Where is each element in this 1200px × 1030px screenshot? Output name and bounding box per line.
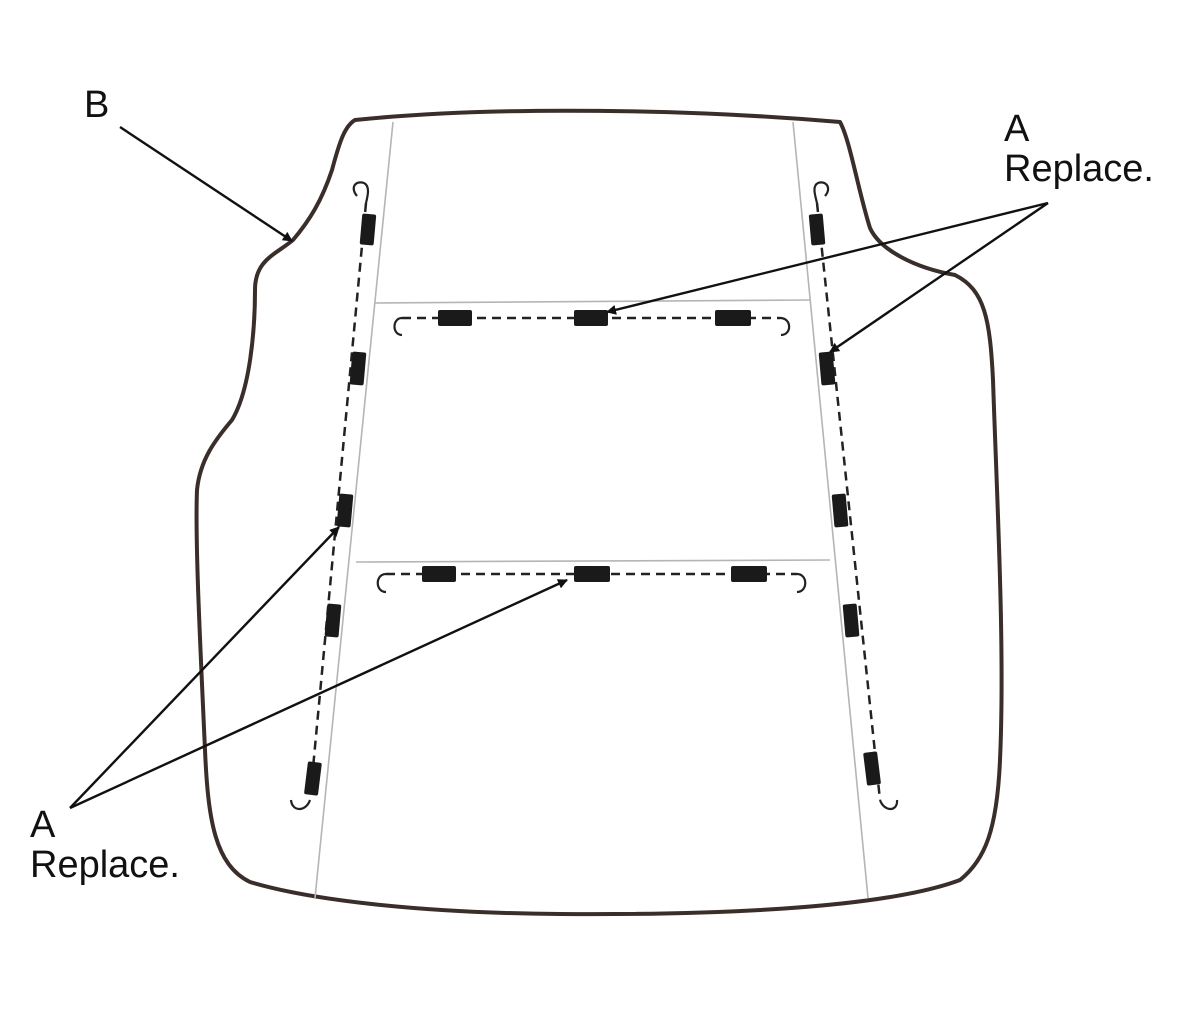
callout-a-top-note: Replace. xyxy=(1004,148,1154,190)
hog-ring xyxy=(715,310,751,326)
hog-ring xyxy=(574,310,608,326)
leader-a-bottom-1 xyxy=(69,526,340,809)
leader-a-top-2 xyxy=(829,202,1049,353)
right-listing-wire xyxy=(813,181,899,811)
callout-a-top-letter: A xyxy=(1004,108,1030,150)
hog-ring xyxy=(324,603,342,638)
cushion-outline xyxy=(194,108,1004,917)
hog-ring xyxy=(574,566,610,582)
leader-b xyxy=(119,125,293,243)
hog-ring xyxy=(863,751,881,786)
hog-ring xyxy=(422,566,456,582)
hog-ring xyxy=(359,213,377,246)
leader-lines xyxy=(69,125,1049,810)
hog-ring xyxy=(808,213,826,246)
hog-ring xyxy=(831,493,849,528)
hog-ring xyxy=(842,603,860,638)
hog-ring xyxy=(818,351,836,386)
seam-lines xyxy=(314,121,869,899)
callout-a-bottom-note: Replace. xyxy=(30,844,180,886)
hog-ring xyxy=(349,351,367,386)
callout-b: B xyxy=(84,84,110,126)
hog-ring xyxy=(304,761,322,796)
left-listing-wire xyxy=(289,181,370,811)
hog-ring xyxy=(336,493,354,528)
callout-a-bottom-letter: A xyxy=(30,804,56,846)
hog-ring xyxy=(731,566,767,582)
leader-a-top-1 xyxy=(606,201,1049,315)
hog-rings xyxy=(304,213,881,796)
leader-a-bottom-2 xyxy=(69,578,568,810)
hog-ring xyxy=(438,310,472,326)
